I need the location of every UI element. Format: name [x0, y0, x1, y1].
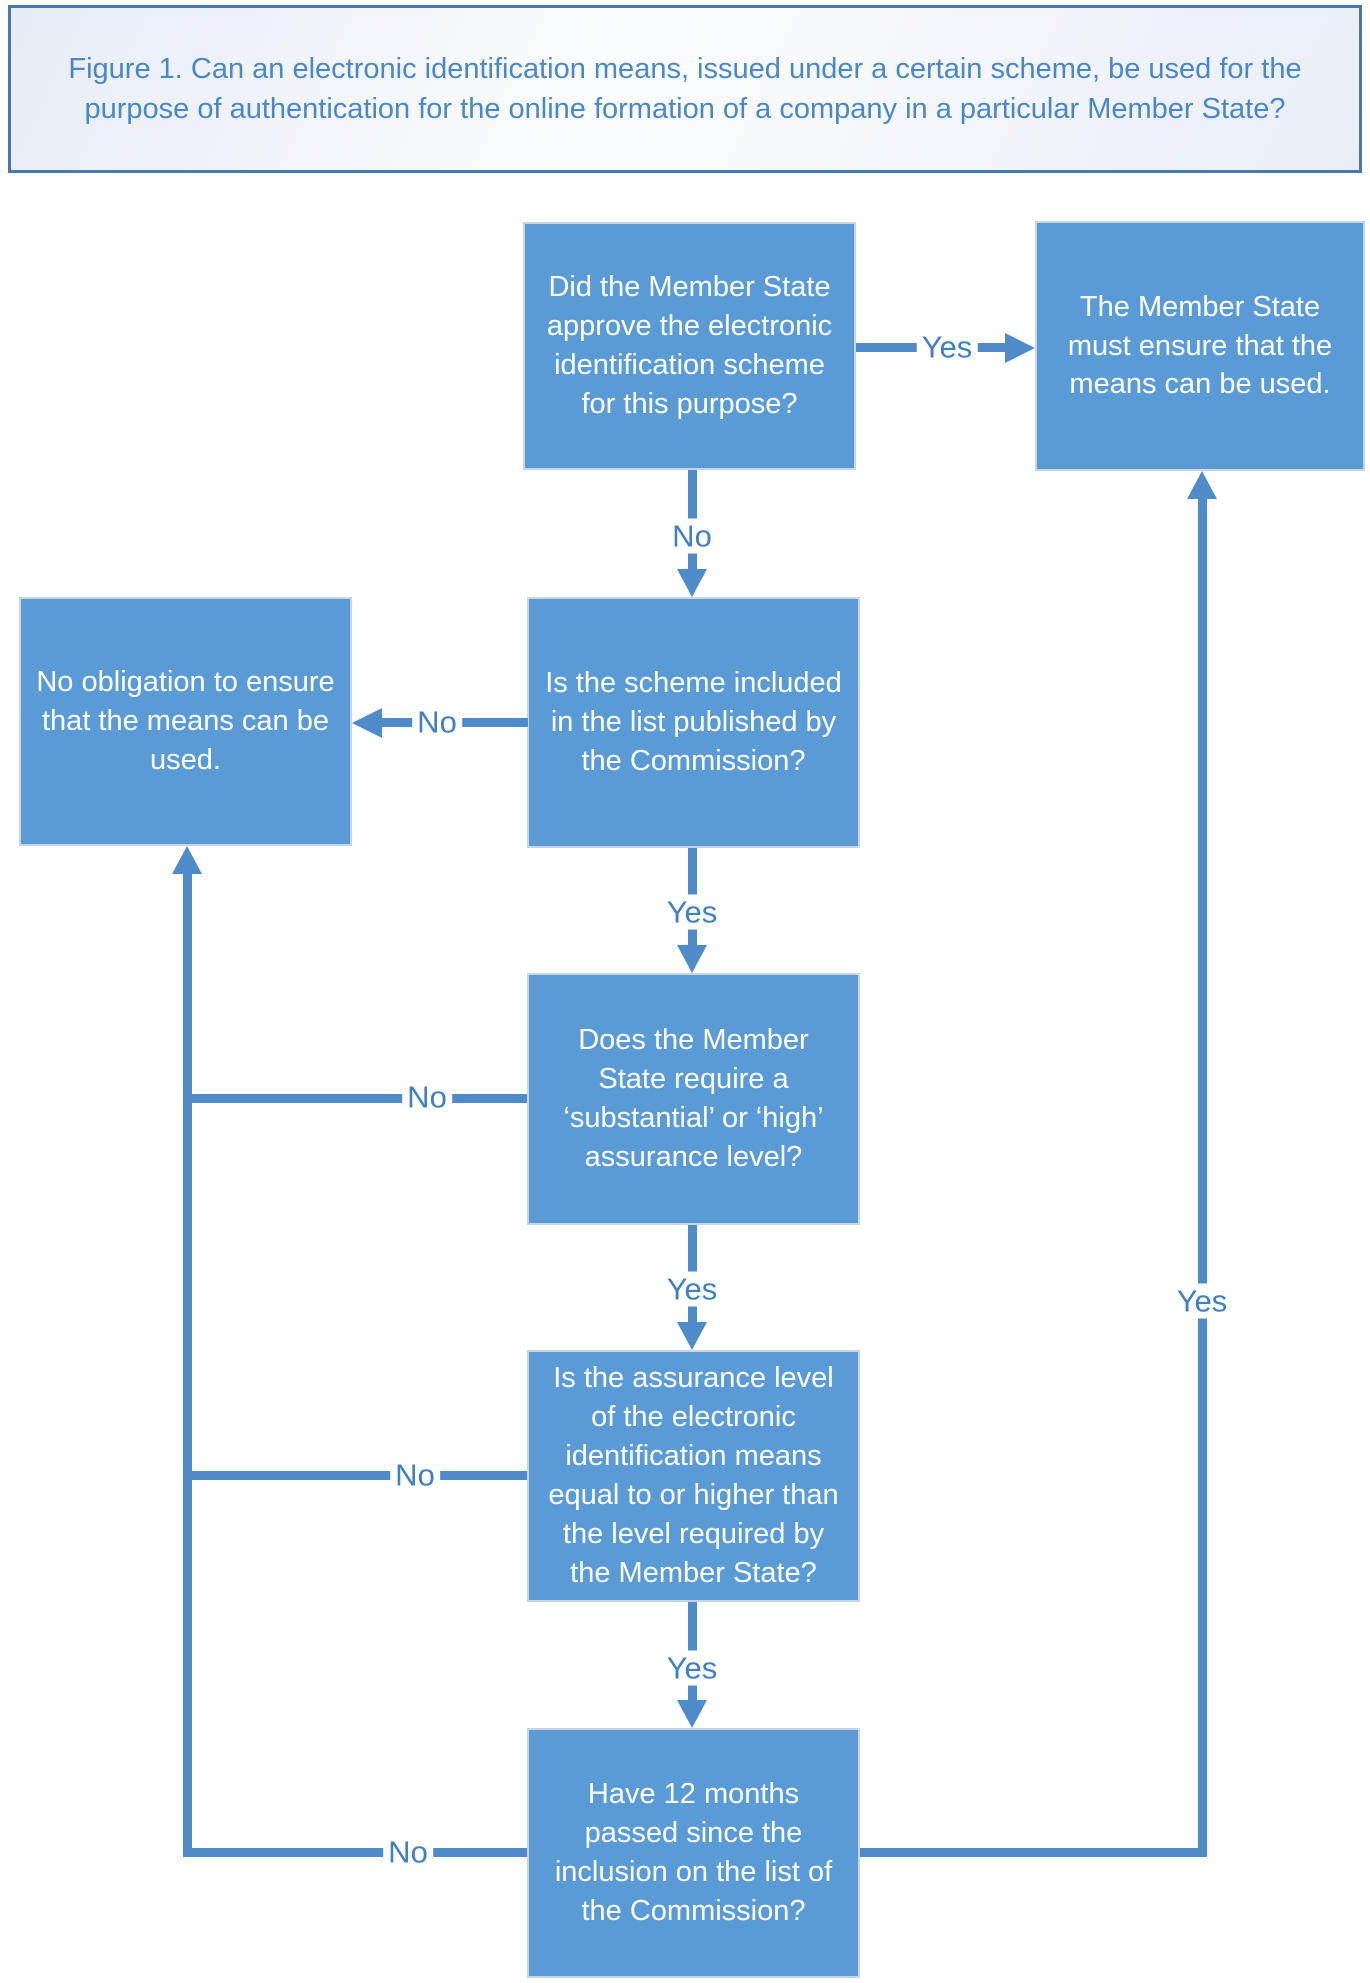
arrowhead-down-icon: [677, 1322, 707, 1350]
arrowhead-down-icon: [677, 1700, 707, 1728]
node-question-list: Is the scheme included in the list publi…: [527, 597, 860, 848]
arrowhead-down-icon: [677, 569, 707, 597]
edge-require-no-line: [183, 1094, 527, 1103]
node-question-approve: Did the Member State approve the electro…: [523, 222, 856, 470]
edge-label-list-yes: Yes: [661, 894, 723, 930]
node-question-12-months: Have 12 months passed since the inclusio…: [527, 1728, 860, 1978]
edge-months-yes-bottom-line: [860, 1848, 1207, 1857]
edge-label-level-yes: Yes: [661, 1650, 723, 1686]
arrowhead-right-icon: [1005, 333, 1035, 363]
node-question-require-level: Does the Member State require a ‘substan…: [527, 973, 860, 1225]
arrowhead-left-icon: [352, 708, 382, 738]
edge-label-list-no: No: [412, 704, 462, 740]
edge-label-approve-yes: Yes: [916, 329, 978, 365]
arrowhead-up-icon: [1187, 471, 1217, 499]
figure-title-box: Figure 1. Can an electronic identificati…: [8, 5, 1362, 173]
no-collector-line: [183, 870, 192, 1857]
edge-label-months-yes: Yes: [1171, 1283, 1233, 1319]
edge-label-months-no: No: [383, 1834, 433, 1870]
edge-months-no-line: [183, 1848, 527, 1857]
arrowhead-up-icon: [172, 846, 202, 874]
edge-label-level-no: No: [390, 1457, 440, 1493]
edge-months-yes-vertical-line: [1198, 499, 1207, 1857]
figure-title: Figure 1. Can an electronic identificati…: [68, 52, 1302, 125]
arrowhead-down-icon: [677, 945, 707, 973]
node-result-must-ensure: The Member State must ensure that the me…: [1035, 221, 1365, 471]
edge-level-no-line: [183, 1471, 527, 1480]
edge-label-require-yes: Yes: [661, 1271, 723, 1307]
node-result-no-obligation: No obligation to ensure that the means c…: [19, 597, 352, 846]
edge-label-approve-no: No: [667, 518, 717, 554]
edge-label-require-no: No: [402, 1079, 452, 1115]
node-question-level-equal: Is the assurance level of the electronic…: [527, 1350, 860, 1602]
